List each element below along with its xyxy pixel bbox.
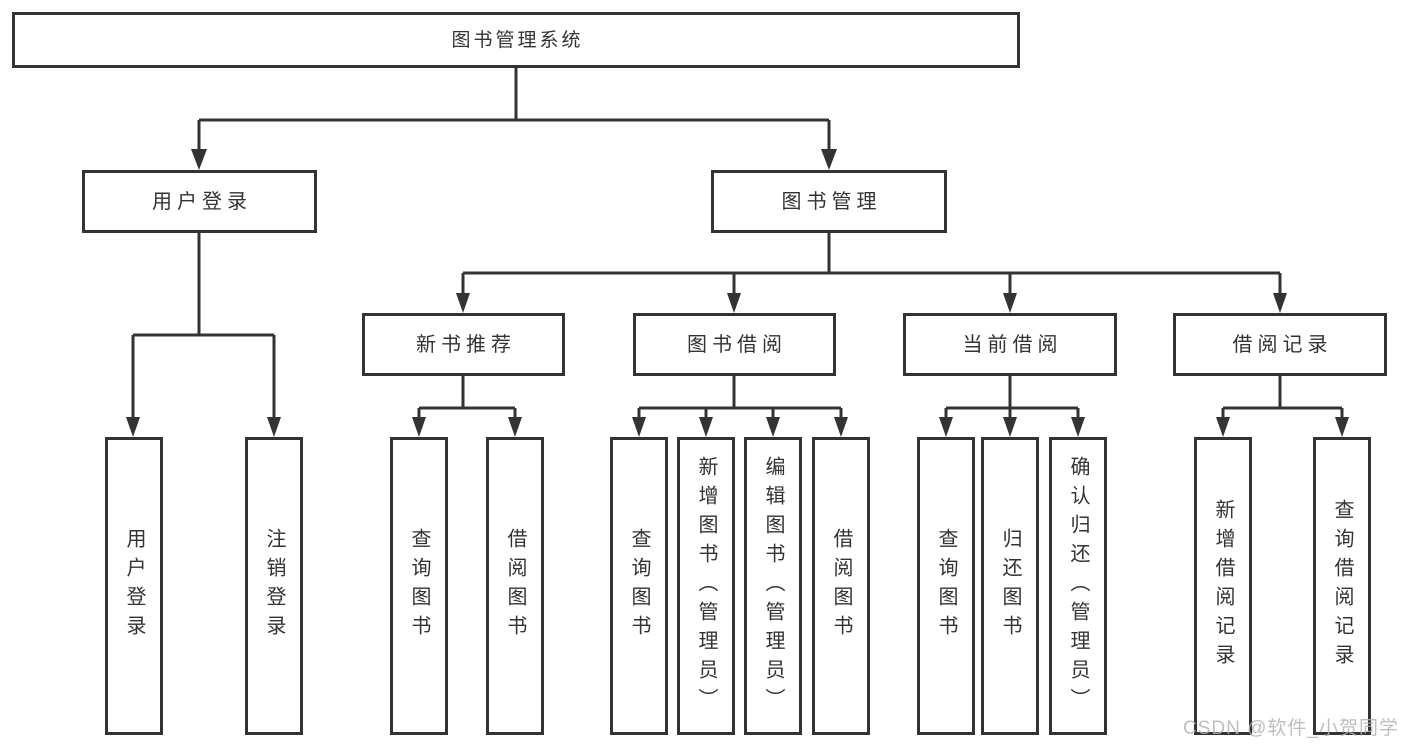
node-label: 借阅图书 bbox=[504, 528, 526, 644]
node-leaf-return-books: 归还图书 bbox=[981, 437, 1039, 735]
node-current-borrowing: 当前借阅 bbox=[903, 313, 1117, 376]
node-leaf-query-books-1: 查询图书 bbox=[390, 437, 448, 735]
node-user-login-branch: 用户登录 bbox=[82, 170, 317, 233]
node-leaf-add-books-admin: 新增图书（管理员） bbox=[677, 437, 735, 735]
node-label: 注销登录 bbox=[263, 528, 285, 644]
node-leaf-logout: 注销登录 bbox=[245, 437, 303, 735]
node-leaf-user-login: 用户登录 bbox=[105, 437, 163, 735]
node-label: 图书借阅 bbox=[687, 333, 787, 356]
node-label: 查询图书 bbox=[935, 528, 957, 644]
node-label: 新书推荐 bbox=[416, 333, 516, 356]
node-borrowing-records: 借阅记录 bbox=[1173, 313, 1387, 376]
node-leaf-edit-books-admin: 编辑图书（管理员） bbox=[744, 437, 802, 735]
node-label: 借阅记录 bbox=[1232, 333, 1333, 356]
node-label: 图书管理系统 bbox=[451, 29, 584, 51]
node-leaf-query-books-3: 查询图书 bbox=[917, 437, 975, 735]
node-label: 查询图书 bbox=[628, 528, 650, 644]
node-label: 借阅图书 bbox=[830, 528, 852, 644]
node-label: 查询借阅记录 bbox=[1331, 499, 1353, 673]
node-leaf-confirm-return-admin: 确认归还（管理员） bbox=[1049, 437, 1107, 735]
watermark: CSDN @软件_小贺同学 bbox=[1183, 718, 1399, 739]
node-new-book-recommendation: 新书推荐 bbox=[362, 313, 565, 376]
node-label: 新增借阅记录 bbox=[1212, 499, 1234, 673]
node-label: 用户登录 bbox=[123, 528, 145, 644]
node-label: 用户登录 bbox=[152, 190, 252, 213]
node-book-management: 图书管理 bbox=[711, 170, 947, 233]
node-label: 当前借阅 bbox=[962, 333, 1063, 356]
node-library-management-system: 图书管理系统 bbox=[12, 12, 1020, 68]
node-book-borrowing: 图书借阅 bbox=[633, 313, 836, 376]
node-leaf-query-borrow-record: 查询借阅记录 bbox=[1313, 437, 1371, 735]
node-leaf-add-borrow-record: 新增借阅记录 bbox=[1194, 437, 1252, 735]
node-label: 图书管理 bbox=[781, 190, 882, 213]
node-leaf-query-books-2: 查询图书 bbox=[610, 437, 668, 735]
node-leaf-borrow-books-1: 借阅图书 bbox=[486, 437, 544, 735]
node-leaf-borrow-books-2: 借阅图书 bbox=[812, 437, 870, 735]
node-label: 编辑图书（管理员） bbox=[762, 455, 784, 717]
node-label: 归还图书 bbox=[999, 528, 1021, 644]
node-label: 新增图书（管理员） bbox=[695, 455, 717, 717]
node-label: 查询图书 bbox=[408, 528, 430, 644]
node-label: 确认归还（管理员） bbox=[1067, 455, 1089, 717]
